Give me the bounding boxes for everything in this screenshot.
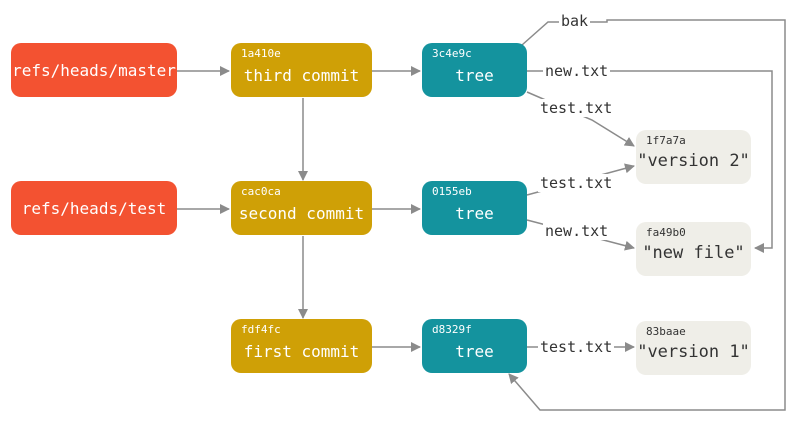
edge-label-test-txt-mid: test.txt [538,174,615,192]
blob-label: "new file" [642,243,745,263]
blob-83baae: 83baae "version 1" [636,321,751,375]
edge-label-test-txt-top: test.txt [538,99,615,117]
tree-0155eb: 0155eb tree [422,181,527,235]
tree-d8329f: d8329f tree [422,319,527,373]
ref-test-label: refs/heads/test [21,198,167,218]
blob-fa49b0: fa49b0 "new file" [636,222,751,276]
edge-label-test-txt-bottom: test.txt [538,338,615,356]
ref-master: refs/heads/master [11,43,177,97]
blob-hash: 1f7a7a [646,134,686,147]
blob-label: "version 2" [637,151,750,171]
commit-label: third commit [243,66,360,85]
tree-hash: 3c4e9c [432,47,472,60]
commit-label: second commit [238,204,365,223]
blob-label: "version 1" [637,342,750,362]
commit-hash: 1a410e [241,47,281,60]
edge-label-bak: bak [559,12,591,30]
commit-first: fdf4fc first commit [231,319,372,373]
tree-3c4e9c: 3c4e9c tree [422,43,527,97]
blob-hash: fa49b0 [646,226,686,239]
commit-hash: fdf4fc [241,323,281,336]
tree-hash: 0155eb [432,185,472,198]
tree-label: tree [455,342,494,361]
commit-hash: cac0ca [241,185,281,198]
arrow-bak-to-tree-d8329f [508,19,786,411]
tree-label: tree [455,204,494,223]
ref-master-label: refs/heads/master [12,60,176,80]
blob-hash: 83baae [646,325,686,338]
blob-1f7a7a: 1f7a7a "version 2" [636,130,751,184]
ref-test: refs/heads/test [11,181,177,235]
edge-label-new-txt-top: new.txt [543,62,611,80]
arrow-new-txt-to-new-file [527,70,773,253]
commit-third: 1a410e third commit [231,43,372,97]
edge-label-new-txt-mid: new.txt [543,222,611,240]
commit-second: cac0ca second commit [231,181,372,235]
commit-label: first commit [243,342,360,361]
tree-hash: d8329f [432,323,472,336]
tree-label: tree [455,66,494,85]
